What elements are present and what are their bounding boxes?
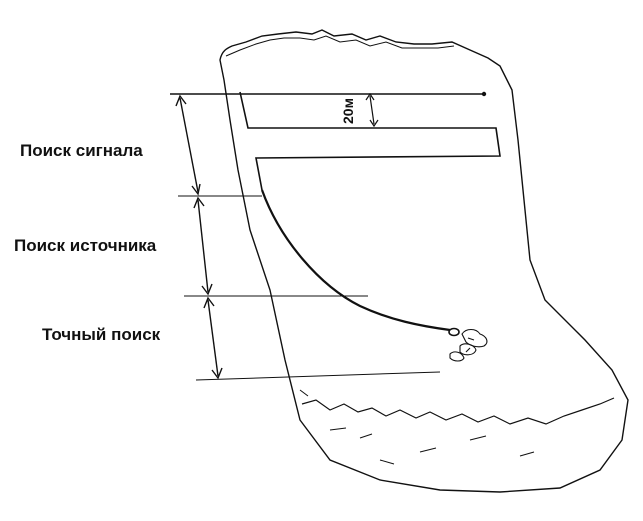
phase-extent-arrows bbox=[175, 94, 223, 380]
top-ridge-detail bbox=[225, 35, 455, 57]
phase-label-fine-search: Точный поиск bbox=[42, 325, 161, 344]
avalanche-outline bbox=[219, 29, 629, 493]
target-marker bbox=[448, 327, 460, 337]
phase-label-signal-search: Поиск сигнала bbox=[20, 141, 143, 160]
approach-path bbox=[260, 189, 451, 332]
debris-marks bbox=[299, 389, 535, 465]
spacing-dimension bbox=[365, 92, 379, 128]
spacing-label: 20м bbox=[340, 98, 356, 124]
phase-label-source-search: Поиск источника bbox=[14, 236, 157, 255]
debris-edge bbox=[301, 397, 615, 425]
lane-start-dot bbox=[481, 91, 487, 97]
divider-end bbox=[195, 371, 441, 381]
search-lanes bbox=[239, 91, 501, 191]
victim-icon bbox=[449, 328, 488, 362]
